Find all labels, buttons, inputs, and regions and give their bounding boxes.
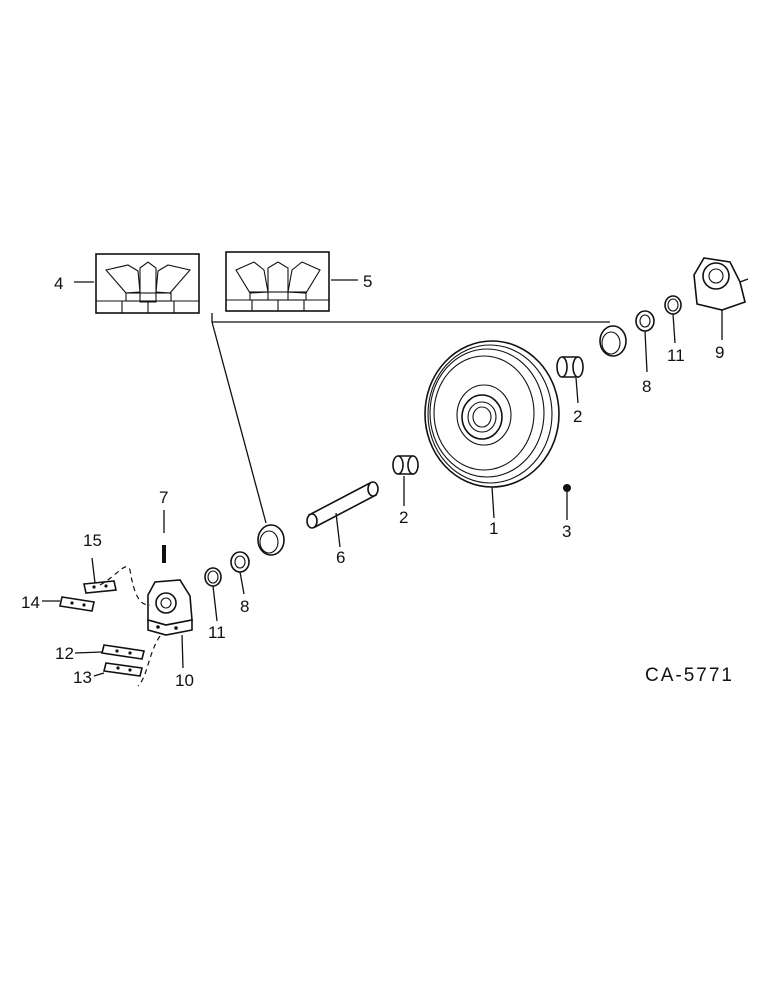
shim-12 [101, 644, 145, 660]
washer-11-right [664, 295, 682, 315]
callout-4: 4 [54, 274, 63, 293]
callout-6: 6 [336, 548, 345, 567]
callout-8-left: 8 [240, 597, 249, 616]
seal-left [257, 524, 285, 556]
plug [563, 484, 571, 492]
callout-labels: 1 2 2 3 4 5 6 7 8 8 9 10 11 11 12 13 14 … [21, 272, 724, 690]
callout-7: 7 [159, 488, 168, 507]
bracket-right [693, 257, 749, 311]
callout-3: 3 [562, 522, 571, 541]
cross-section-detail-5 [225, 251, 330, 312]
callout-14: 14 [21, 593, 40, 612]
leader-lines [42, 279, 723, 677]
shim-13 [103, 662, 143, 677]
bushing-right [556, 356, 584, 378]
shaft [306, 481, 379, 529]
callout-2-left: 2 [399, 508, 408, 527]
seal-right [599, 325, 627, 357]
assembly-line-upper [99, 566, 151, 606]
ring-8-right [635, 310, 655, 332]
idler-wheel [424, 340, 560, 488]
bracket-left [147, 579, 193, 636]
shim-15 [83, 580, 117, 594]
washer-11-left [204, 567, 222, 587]
callout-9: 9 [715, 343, 724, 362]
callout-13: 13 [73, 668, 92, 687]
callout-2-right: 2 [573, 407, 582, 426]
callout-8-right: 8 [642, 377, 651, 396]
bushing-left [392, 455, 419, 475]
callout-1: 1 [489, 519, 498, 538]
ring-8-left [230, 551, 250, 573]
drawing-code: CA-5771 [645, 665, 734, 686]
cross-section-detail-4 [95, 253, 200, 314]
callout-11-right: 11 [667, 346, 685, 365]
assembly-line-lower [137, 635, 161, 687]
callout-10: 10 [175, 671, 194, 690]
callout-11-left: 11 [208, 623, 226, 642]
callout-15: 15 [83, 531, 102, 550]
callout-5: 5 [363, 272, 372, 291]
callout-12: 12 [55, 644, 74, 663]
shim-14 [59, 596, 95, 612]
detail-reference-lines [211, 313, 610, 524]
